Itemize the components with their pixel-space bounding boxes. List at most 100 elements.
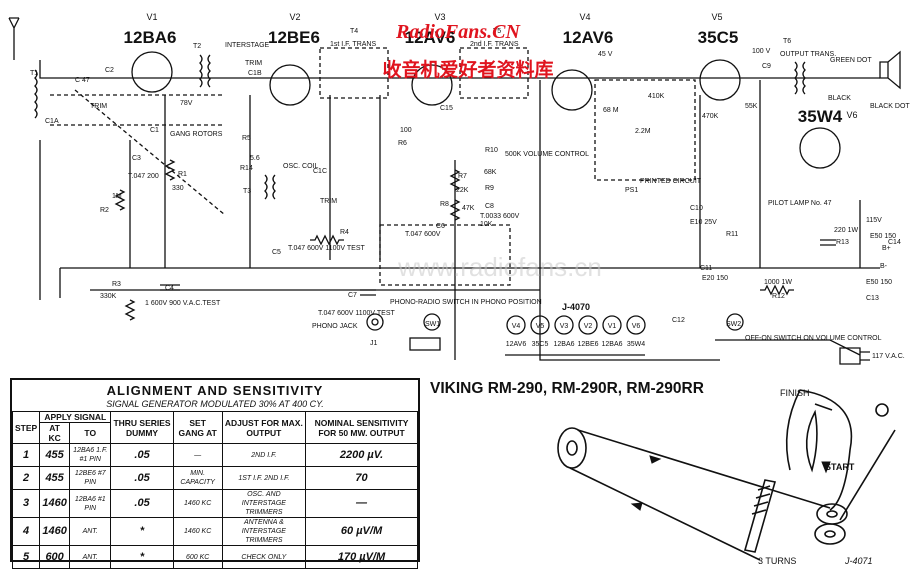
svg-text:1000 1W: 1000 1W [764, 279, 792, 286]
svg-text:10K: 10K [480, 221, 493, 228]
svg-text:12AV6: 12AV6 [506, 341, 527, 348]
tube-ref-v2: V2 [289, 12, 300, 22]
svg-text:330: 330 [172, 185, 184, 192]
component-values: C 47 1M 330 330K T.047 200 T.047 600V T.… [75, 77, 896, 317]
svg-text:T.047 600V 1100V TEST: T.047 600V 1100V TEST [318, 310, 396, 317]
label-phono-jack: PHONO JACK [312, 323, 358, 330]
col-at-kc: AT KC [39, 422, 71, 444]
svg-text:12BA6: 12BA6 [553, 341, 574, 348]
ref-c6: C6 [436, 223, 445, 230]
ref-r13: R13 [836, 239, 849, 246]
label-trim-3: TRIM [320, 198, 337, 205]
svg-text:E20 150: E20 150 [702, 275, 728, 282]
svg-text:470K: 470K [702, 113, 719, 120]
label-115v: 115V [866, 217, 882, 224]
svg-text:220 1W: 220 1W [834, 227, 859, 234]
col-sensitivity: NOMINAL SENSITIVITY FOR 50 MW. OUTPUT [305, 411, 418, 444]
ref-c4: C4 [165, 285, 174, 292]
schematic-diagram: V1 12BA6 V2 12BE6 V3 12AV6 V4 12AV6 V5 3… [8, 12, 910, 365]
dial-cord-diagram: FINISH START 3 TURNS J-4071 [557, 388, 896, 566]
watermark-center: www.radiofans.cn [397, 252, 602, 282]
ref-c9: C9 [762, 63, 771, 70]
ref-r8: R8 [440, 201, 449, 208]
tube-type-v3: 12AV6 [405, 28, 456, 47]
svg-text:1 600V 900 V.A.C.TEST: 1 600V 900 V.A.C.TEST [145, 300, 221, 307]
ref-t1: T1 [30, 70, 38, 77]
label-j4070: J-4070 [562, 302, 590, 312]
alignment-subtitle: SIGNAL GENERATOR MODULATED 30% AT 400 CY… [106, 399, 324, 409]
svg-text:E50 150: E50 150 [866, 279, 892, 286]
svg-text:E50 150: E50 150 [870, 233, 896, 240]
ref-c13: C13 [866, 295, 879, 302]
tube-ref-v6: V6 [846, 110, 857, 120]
label-trim-2: TRIM [90, 103, 107, 110]
label-100v: 100 V [752, 48, 771, 55]
svg-text:C 47: C 47 [75, 77, 90, 84]
ref-t2: T2 [193, 43, 201, 50]
tube-type-v1: 12BA6 [124, 28, 177, 47]
col-step: STEP [11, 411, 41, 444]
dial-turns-label: 3 TURNS [758, 556, 796, 566]
svg-text:T.0033 600V: T.0033 600V [480, 213, 520, 220]
tube-ref-v5: V5 [711, 12, 722, 22]
svg-text:1M: 1M [112, 193, 122, 200]
svg-text:68K: 68K [484, 169, 497, 176]
label-gang-rotors: GANG ROTORS [170, 131, 223, 138]
label-interstage: INTERSTAGE [225, 42, 270, 49]
j4070-sockets: V4 V5 V3 V2 V1 V6 12AV6 35C5 12BA6 12BE6… [506, 323, 645, 348]
tube-ref-v3: V3 [434, 12, 445, 22]
label-green-dot: GREEN DOT [830, 57, 872, 64]
svg-text:12BA6: 12BA6 [601, 341, 622, 348]
ref-sw1: SW1 [425, 321, 440, 328]
col-gang: SET GANG AT [172, 411, 223, 444]
label-phono-switch: PHONO-RADIO SWITCH IN PHONO POSITION [390, 299, 542, 306]
tube-type-v6: 35W4 [798, 107, 843, 126]
label-78v: 78V [180, 100, 193, 107]
ref-c1a: C1A [45, 118, 59, 125]
tube-ref-v4: V4 [579, 12, 590, 22]
ref-r3: R3 [112, 281, 121, 288]
svg-text:V2: V2 [584, 323, 593, 330]
svg-text:V3: V3 [560, 323, 569, 330]
svg-text:V6: V6 [632, 323, 641, 330]
ref-c5: C5 [272, 249, 281, 256]
label-b-plus: B+ [882, 245, 891, 252]
svg-text:100: 100 [400, 127, 412, 134]
svg-text:E10 25V: E10 25V [690, 219, 717, 226]
alignment-table: STEP APPLY SIGNAL THRU SERIES DUMMY SET … [11, 411, 418, 569]
svg-text:5.6: 5.6 [250, 155, 260, 162]
svg-text:35C5: 35C5 [532, 341, 549, 348]
tube-type-v2: 12BE6 [268, 28, 320, 47]
svg-text:330K: 330K [100, 293, 117, 300]
label-first-if: 1st I.F. TRANS [330, 41, 376, 48]
model-title: VIKING RM-290, RM-290R, RM-290RR [430, 380, 704, 397]
ref-c3: C3 [132, 155, 141, 162]
label-trim-1: TRIM [245, 60, 262, 67]
label-black: BLACK [828, 95, 851, 102]
dial-part-label: J-4071 [844, 556, 873, 566]
ref-c2: C2 [105, 67, 114, 74]
tube-type-v4: 12AV6 [563, 28, 614, 47]
label-printed-circuit: PRINTED CIRCUIT [640, 178, 702, 185]
svg-text:35W4: 35W4 [627, 341, 645, 348]
tube-type-v5: 35C5 [698, 28, 739, 47]
svg-text:T.047 600V: T.047 600V [405, 231, 441, 238]
ref-t5: T5 [493, 28, 501, 35]
ref-r11: R11 [726, 231, 738, 238]
svg-text:T.047 200: T.047 200 [128, 173, 159, 180]
ref-r4: R4 [340, 229, 349, 236]
svg-text:2.2M: 2.2M [635, 128, 651, 135]
svg-text:55K: 55K [745, 103, 758, 110]
ref-c8: C8 [485, 203, 494, 210]
ref-c1: C1 [150, 127, 159, 134]
ref-r2: R2 [100, 207, 109, 214]
ref-t3: T3 [243, 188, 251, 195]
label-output-trans: OUTPUT TRANS. [780, 51, 836, 58]
label-osc-coil: OSC. COIL [283, 163, 319, 170]
svg-text:T.047 600V 1100V TEST: T.047 600V 1100V TEST [288, 245, 366, 252]
